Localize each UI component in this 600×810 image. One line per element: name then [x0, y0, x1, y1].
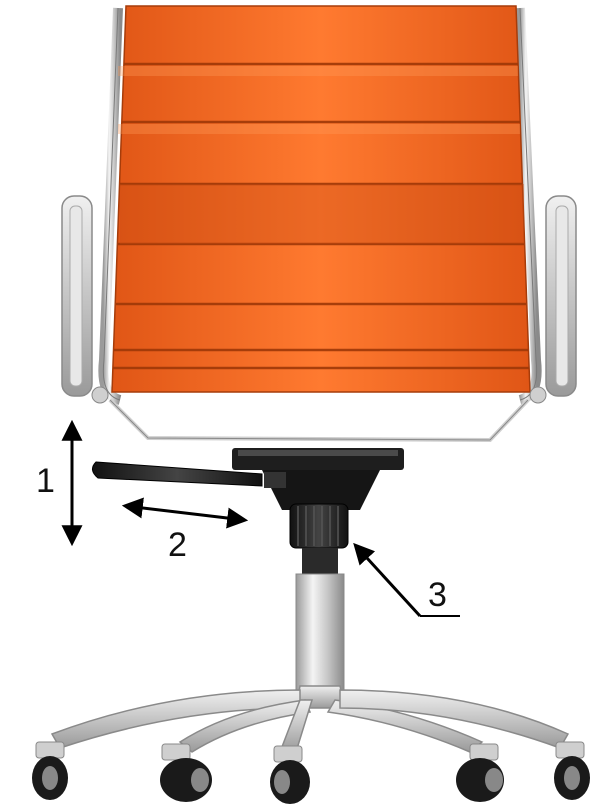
callout-label-1: 1: [36, 462, 55, 500]
backrest-frame: [98, 7, 542, 405]
tension-knob: [289, 503, 349, 549]
pointer-arrow: [353, 542, 422, 618]
callout-1: 1: [36, 419, 83, 547]
gas-lift-column: [295, 548, 345, 695]
caster-wheel: [456, 743, 504, 802]
callout-label-2: 2: [168, 526, 187, 564]
left-armrest: [61, 195, 109, 404]
callout-2: 2: [121, 497, 249, 564]
backrest-cushion: [111, 5, 531, 393]
right-armrest: [529, 195, 577, 404]
caster-wheel: [270, 745, 310, 804]
caster-wheel: [554, 741, 590, 800]
seat-support-frame: [108, 398, 530, 443]
caster-wheel: [160, 743, 212, 802]
callout-3: 3: [353, 542, 460, 618]
five-star-base: [50, 685, 570, 753]
height-lever: [92, 461, 263, 487]
caster-wheel: [32, 741, 68, 800]
callout-label-3: 3: [428, 576, 447, 614]
caster-wheels: [32, 741, 590, 804]
horizontal-arrow: [121, 497, 249, 529]
tilt-mechanism: [232, 448, 404, 510]
